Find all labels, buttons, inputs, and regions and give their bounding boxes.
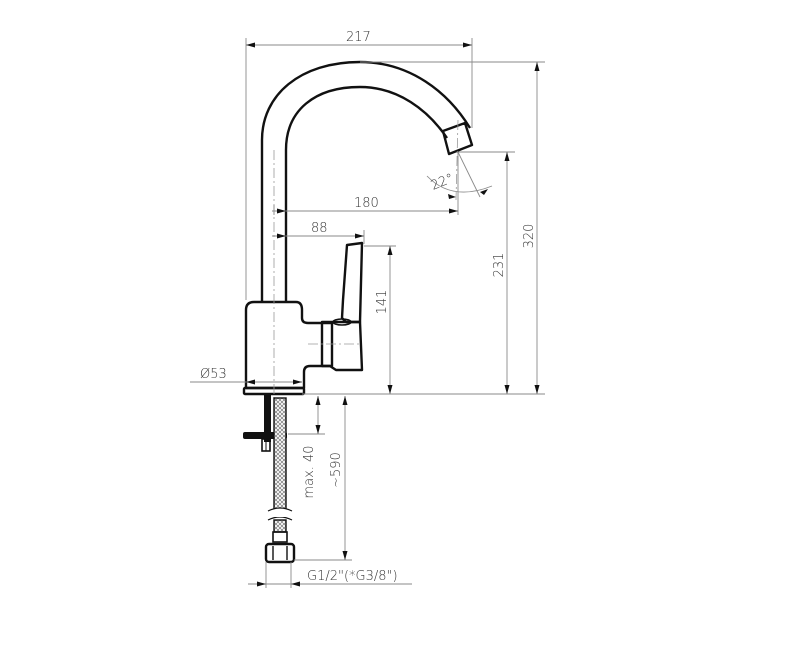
- dimension-hose-length: ~590: [294, 396, 352, 561]
- dimension-connection-thread: G1/2"(*G3/8"): [248, 562, 412, 588]
- dimension-mount-thickness: max. 40: [288, 396, 325, 499]
- dimension-spout-reach: 180: [272, 152, 459, 215]
- dimension-base-diameter: Ø53: [190, 367, 302, 385]
- label-handle-height: 141: [375, 290, 390, 315]
- label-hose-length: ~590: [329, 452, 344, 488]
- hose-nut: [264, 542, 296, 564]
- spout-outer-edge: [260, 60, 472, 302]
- mixer-body: [244, 300, 334, 390]
- dimension-handle-height: 141: [364, 245, 396, 394]
- handle-base: [320, 320, 364, 372]
- label-spout-reach: 180: [354, 196, 379, 211]
- label-base-diameter: Ø53: [200, 367, 227, 382]
- dimension-overall-reach: 217: [245, 30, 473, 300]
- label-outlet-height: 231: [492, 253, 507, 278]
- label-connection-thread: G1/2"(*G3/8"): [307, 569, 398, 584]
- spout-inner-edge: [284, 85, 448, 302]
- dimension-total-height: 320: [360, 61, 545, 394]
- label-overall-reach: 217: [346, 30, 371, 45]
- dimension-spout-angle: 22°: [426, 151, 493, 199]
- handle-lever: [340, 241, 364, 324]
- label-total-height: 320: [522, 224, 537, 249]
- label-mount-thickness: max. 40: [302, 445, 317, 498]
- dimension-handle-offset: 88: [272, 221, 365, 244]
- dimension-outlet-height: 231: [458, 151, 515, 394]
- supply-hose: [264, 397, 296, 564]
- faucet-body: [242, 60, 474, 400]
- label-handle-offset: 88: [311, 221, 328, 236]
